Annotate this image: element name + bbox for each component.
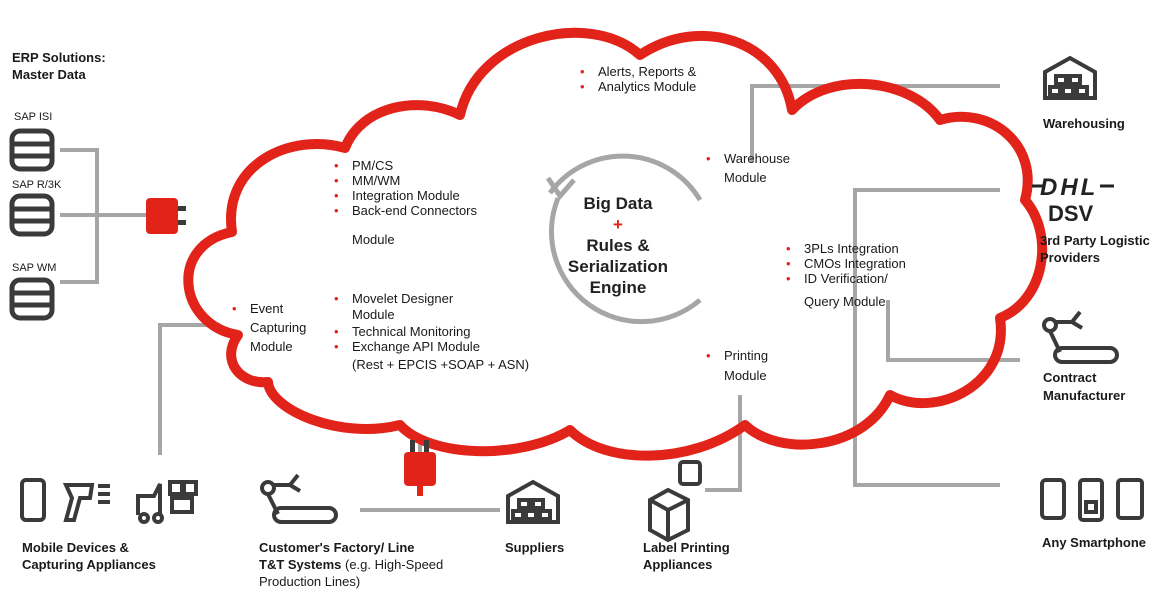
event-line: Capturing [250, 320, 307, 335]
movelet-line: Module [352, 307, 395, 322]
mobile-devices-label: Capturing Appliances [22, 557, 156, 572]
warehousing-label: Warehousing [1043, 116, 1125, 131]
list-item: Back-end Connectors [334, 203, 477, 218]
smartphone-label: Any Smartphone [1042, 535, 1147, 550]
list-item: Movelet Designer [334, 291, 453, 306]
database-icon [9, 193, 55, 237]
factory-label: Customer's Factory/ Line [259, 540, 415, 555]
list-item: Event [232, 301, 283, 316]
plug-icon [404, 440, 436, 496]
suppliers-label: Suppliers [505, 540, 565, 555]
printing-module-list: Printing [706, 348, 768, 363]
list-item: Printing [706, 348, 768, 363]
cycle-arrows [545, 153, 703, 325]
list-item: Alerts, Reports & [580, 64, 696, 79]
warehouse-icon [1043, 55, 1097, 100]
contract-label: Manufacturer [1043, 388, 1126, 403]
list-item: ID Verification/ [786, 271, 906, 286]
list-item: Warehouse [706, 151, 790, 166]
list-item: MM/WM [334, 173, 477, 188]
list-item: Exchange API Module [334, 339, 480, 354]
label-printing-label: Label Printing [643, 540, 730, 555]
integrations-line: Query Module [804, 294, 886, 309]
erp-title: ERP Solutions: [12, 50, 106, 65]
factory-label-line3: Production Lines) [259, 574, 361, 589]
contract-label: Contract [1043, 370, 1097, 385]
tablet-icon [1116, 478, 1144, 520]
database-icon [9, 277, 55, 321]
erp-subtitle: Master Data [12, 67, 86, 82]
erp-system-label: SAP ISI [14, 111, 53, 123]
third-party-label: 3rd Party Logistic [1040, 233, 1150, 248]
alerts-module-list: Alerts, Reports & Analytics Module [580, 64, 696, 94]
smartphone-connector-line [853, 300, 1000, 487]
pm-list-continuation: Module [352, 232, 395, 247]
integrations-list: 3PLs Integration CMOs Integration ID Ver… [786, 241, 906, 286]
list-item: Technical Monitoring [334, 324, 480, 339]
label-printing-label: Appliances [643, 557, 713, 572]
list-item: Integration Module [334, 188, 477, 203]
warehouse-module-list: Warehouse [706, 151, 790, 166]
third-party-label: Providers [1040, 250, 1100, 265]
mobile-phone-icon [20, 478, 46, 522]
feature-phone-icon [1078, 478, 1104, 522]
printing-line: Module [724, 368, 767, 383]
event-module-list: Event [232, 301, 283, 316]
erp-system-label: SAP R/3K [12, 179, 62, 191]
warehouse-icon [506, 479, 560, 524]
warehouse-connector-line [750, 84, 1000, 162]
movelet-line: (Rest + EPCIS +SOAP + ASN) [352, 357, 530, 372]
robot-arm-icon [1042, 310, 1119, 364]
event-line: Module [250, 339, 293, 354]
list-item: Analytics Module [580, 79, 696, 94]
mobile-devices-label: Mobile Devices & [22, 540, 129, 555]
list-item: CMOs Integration [786, 256, 906, 271]
database-icon [9, 128, 55, 172]
label-printer-icon [648, 460, 702, 543]
forklift-icon [136, 480, 198, 524]
factory-label-line2: T&T Systems (e.g. High-Speed [259, 557, 444, 572]
movelet-module-list: Movelet Designer [334, 291, 453, 306]
plug-icon [146, 198, 186, 234]
list-item: PM/CS [334, 158, 477, 173]
dsv-logo: DSV [1048, 201, 1094, 226]
cloud-outline [183, 27, 1048, 461]
erp-system-label: SAP WM [12, 262, 57, 274]
barcode-scanner-icon [62, 483, 110, 522]
robot-arm-icon [260, 473, 338, 524]
list-item: 3PLs Integration [786, 241, 906, 256]
smartphone-icon [1040, 478, 1066, 520]
movelet-module-list: Technical Monitoring Exchange API Module [334, 324, 480, 354]
contract-connector-line [886, 300, 1020, 362]
warehouse-module-continuation: Module [724, 170, 767, 185]
big-data-engine-label: Big Data + Rules & Serialization Engine [567, 194, 669, 297]
pm-module-list: PM/CS MM/WM Integration Module Back-end … [334, 158, 477, 218]
mobile-connector-line [158, 323, 220, 455]
erp-connector-line [60, 148, 148, 284]
dhl-logo: DHL [1040, 174, 1098, 201]
